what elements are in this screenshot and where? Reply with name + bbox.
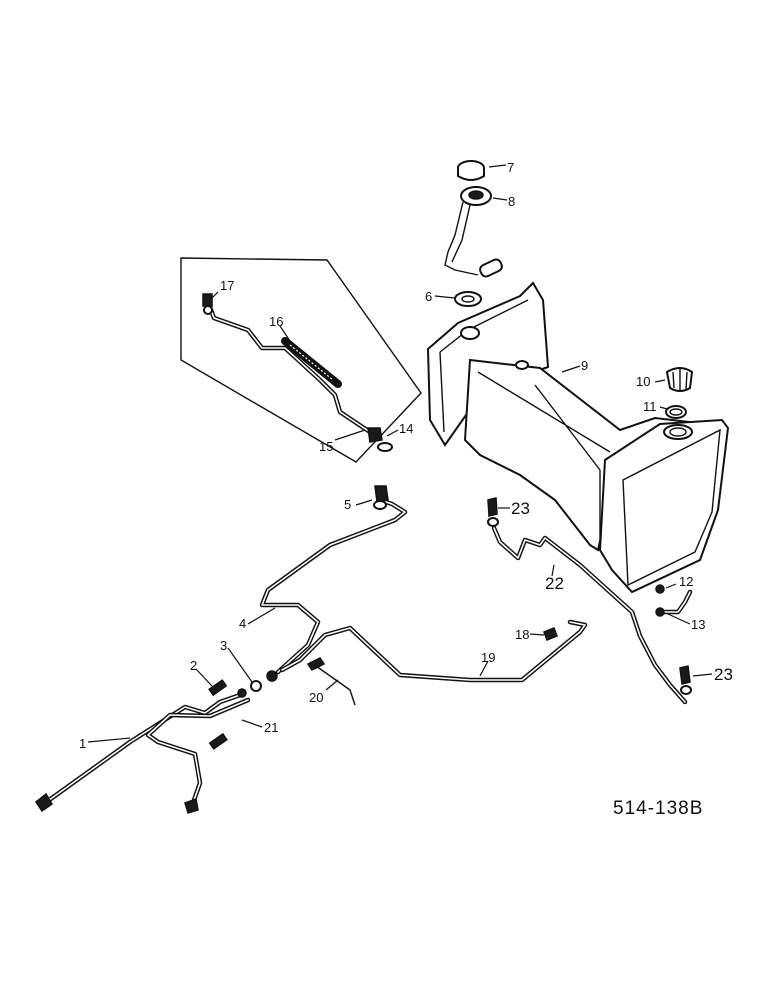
- inset-panel: [180, 257, 422, 463]
- fuel-tank: [426, 281, 730, 594]
- callout-20: 20: [309, 690, 323, 705]
- callout-12: 12: [679, 574, 693, 589]
- callout-9: 9: [581, 358, 588, 373]
- callout-17: 17: [220, 278, 234, 293]
- fitting-2: [208, 679, 228, 697]
- callout-23-top: 23: [511, 499, 530, 518]
- callout-21: 21: [264, 720, 278, 735]
- fitting-13: [655, 607, 665, 617]
- leader-lines: [87, 164, 713, 743]
- callout-13: 13: [691, 617, 705, 632]
- callout-7: 7: [507, 160, 514, 175]
- fitting-12: [655, 584, 665, 594]
- callout-6: 6: [425, 289, 432, 304]
- fuel-line-4: [259, 497, 408, 675]
- callout-2: 2: [190, 658, 197, 673]
- fuel-line-22: [491, 525, 688, 705]
- fitting-20: [306, 657, 356, 706]
- fitting-21-sleeve: [208, 732, 228, 750]
- callout-23-bottom: 23: [714, 665, 733, 684]
- callout-5: 5: [344, 497, 351, 512]
- fuel-line-1: [34, 691, 246, 813]
- callout-3: 3: [220, 638, 227, 653]
- callout-16: 16: [269, 314, 283, 329]
- fitting-18: [543, 627, 558, 641]
- fitting-3: [237, 670, 278, 698]
- sending-unit: [444, 186, 503, 278]
- figure-reference: 514-138B: [613, 798, 703, 819]
- fuel-line-13: [657, 589, 693, 615]
- filler-cap-seal: [665, 405, 687, 419]
- callout-10: 10: [636, 374, 650, 389]
- callout-11: 11: [643, 399, 657, 414]
- callout-1: 1: [79, 736, 86, 751]
- fuel-line-21: [145, 697, 251, 814]
- fitting-23-bottom: [679, 665, 692, 695]
- filler-cap: [665, 367, 694, 392]
- fitting-23-top: [487, 497, 499, 527]
- sending-unit-gasket: [454, 291, 482, 307]
- callout-22: 22: [545, 574, 564, 593]
- callout-15: 15: [319, 439, 333, 454]
- fitting-5: [373, 485, 389, 510]
- callout-19: 19: [481, 650, 495, 665]
- callout-4: 4: [239, 616, 246, 631]
- sending-unit-cover: [457, 160, 485, 181]
- callouts: 7 8 6 9 10 11 12 13 14 15 16 17 5 4 3 2 …: [79, 160, 733, 751]
- callout-18: 18: [515, 627, 529, 642]
- callout-8: 8: [508, 194, 515, 209]
- fuel-line-19: [279, 619, 588, 683]
- callout-14: 14: [399, 421, 413, 436]
